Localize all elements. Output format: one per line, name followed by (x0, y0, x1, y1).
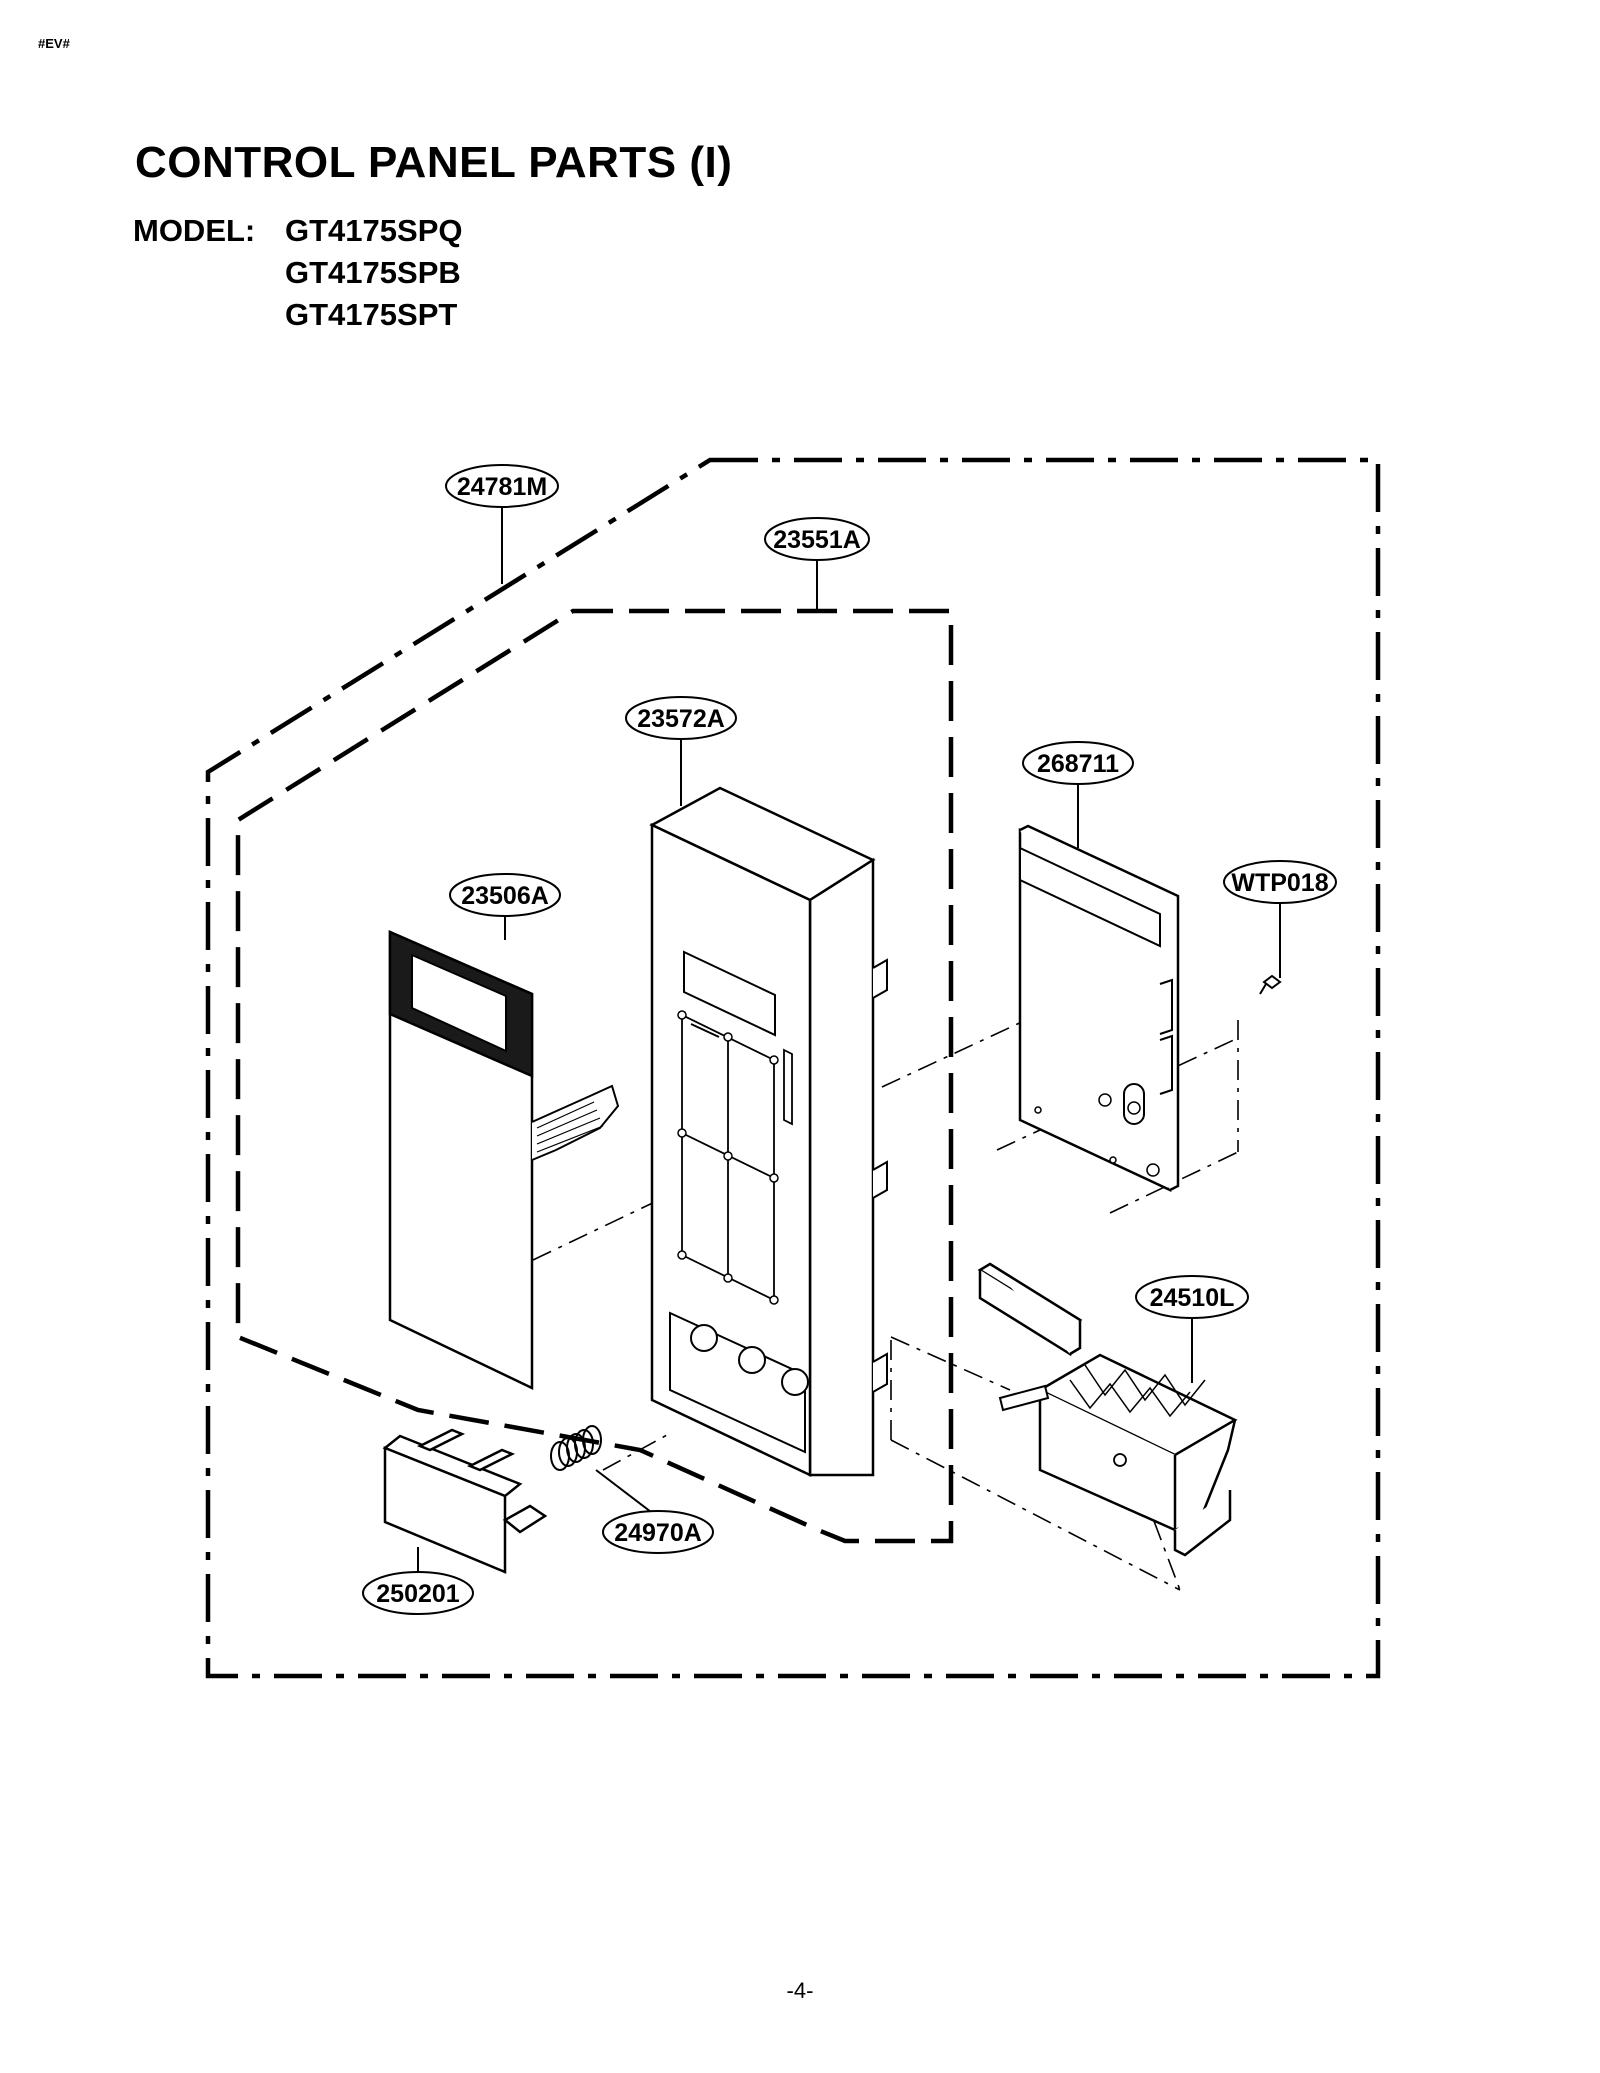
model-number: GT4175SPQ (285, 213, 463, 248)
pcb-board-part (1018, 824, 1180, 1192)
callout-24510L: 24510L (1135, 1275, 1249, 1319)
callout-label: 23506A (461, 882, 549, 910)
callout-label: 24970A (614, 1519, 702, 1547)
model-number: GT4175SPB (285, 255, 461, 290)
callout-label: 268711 (1037, 750, 1119, 778)
outer-assembly-boundary (205, 457, 1381, 1679)
panel-frame-part (649, 786, 888, 1477)
page-title: CONTROL PANEL PARTS (I) (135, 138, 733, 187)
inner-assembly-boundary (235, 608, 954, 1544)
model-number: GT4175SPT (285, 297, 458, 332)
callout-268711: 268711 (1022, 741, 1134, 785)
callout-label: 23572A (637, 705, 725, 733)
screw-part (1259, 974, 1282, 995)
model-list: MODEL: GT4175SPQ GT4175SPB GT4175SPT (133, 210, 462, 336)
callout-23506A: 23506A (449, 873, 561, 917)
document-code: #EV# (38, 36, 70, 51)
callout-WTP018: WTP018 (1223, 860, 1337, 904)
callout-23572A: 23572A (625, 696, 737, 740)
callout-label: 24781M (457, 473, 547, 501)
spring-part (550, 1425, 602, 1471)
model-label: MODEL: (133, 213, 256, 248)
callout-label: 23551A (773, 526, 861, 554)
callout-label: WTP018 (1231, 869, 1328, 897)
callout-label: 250201 (376, 1580, 460, 1608)
callout-250201: 250201 (362, 1571, 474, 1615)
callout-24970A: 24970A (602, 1510, 714, 1554)
callout-label: 24510L (1150, 1284, 1235, 1312)
lever-part (977, 1262, 1238, 1557)
callout-23551A: 23551A (764, 517, 870, 561)
callout-24781M: 24781M (445, 464, 559, 508)
button-part (382, 1428, 548, 1574)
page-number: -4- (786, 1978, 814, 2003)
front-sheet-part (388, 930, 620, 1390)
